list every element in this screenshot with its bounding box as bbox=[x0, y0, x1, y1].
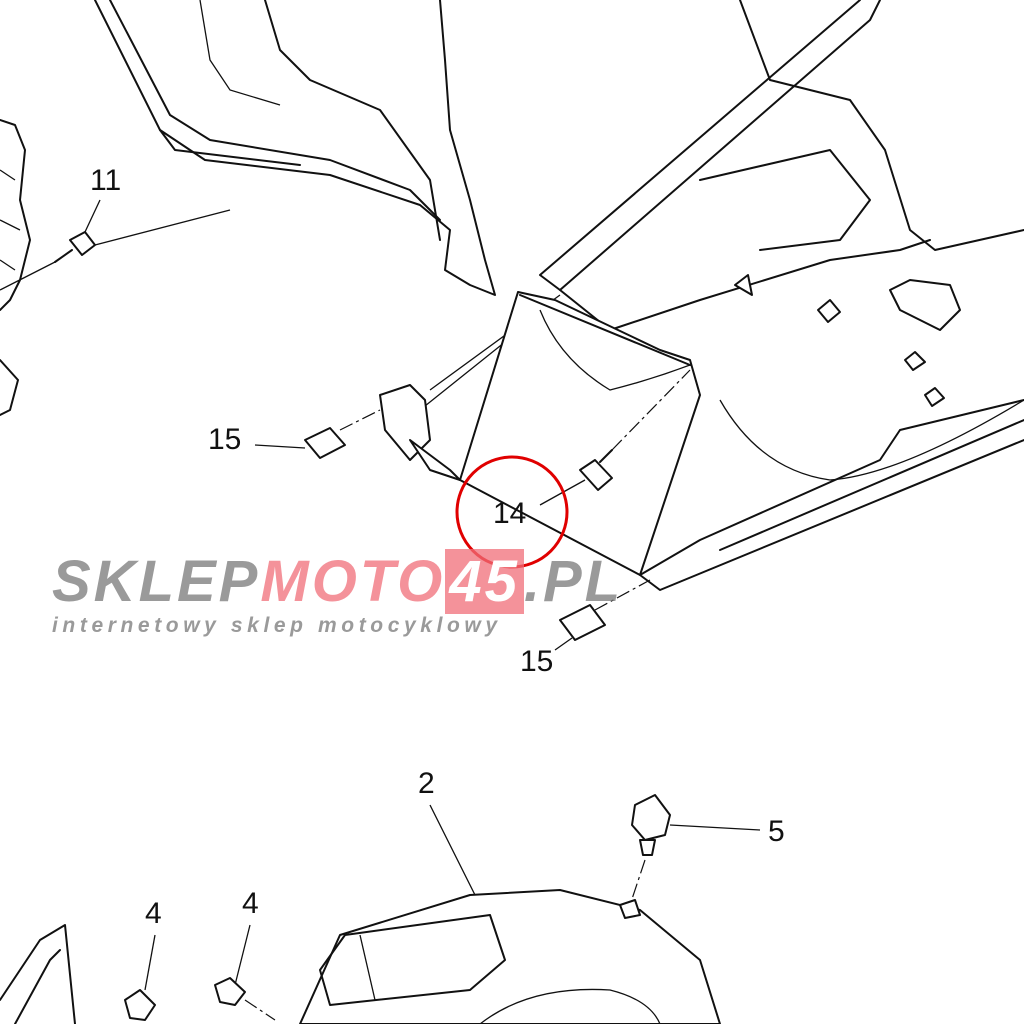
callout-4-left: 4 bbox=[145, 897, 162, 930]
callout-4-right: 4 bbox=[242, 887, 259, 920]
leader-lines bbox=[84, 199, 761, 991]
callout-2: 2 bbox=[418, 767, 435, 800]
screw-4-right bbox=[214, 977, 276, 1021]
upper-cowl-part bbox=[94, 0, 496, 296]
callout-11: 11 bbox=[90, 164, 122, 197]
watermark-sklep: SKLEP bbox=[52, 549, 261, 614]
nut-15-lower bbox=[559, 579, 651, 641]
clip-part bbox=[379, 384, 461, 481]
screw-4-left bbox=[124, 989, 156, 1021]
watermark-45: 45 bbox=[445, 549, 524, 614]
screw-11 bbox=[0, 209, 231, 291]
left-bracket-part bbox=[0, 119, 31, 416]
left-lower-part bbox=[0, 924, 76, 1024]
cover-part-14 bbox=[459, 291, 701, 576]
callout-15-lower: 15 bbox=[520, 645, 554, 678]
watermark-moto: MOTO bbox=[260, 549, 446, 614]
clip-5 bbox=[619, 794, 671, 919]
watermark-tagline: internetowy sklep motocyklowy bbox=[52, 614, 502, 637]
callout-14: 14 bbox=[493, 497, 527, 530]
screw-14 bbox=[579, 369, 691, 491]
nut-15-upper bbox=[304, 409, 381, 459]
watermark-pl: .PL bbox=[523, 549, 624, 614]
callout-5: 5 bbox=[768, 815, 785, 848]
floor-panel-part bbox=[419, 0, 1024, 591]
fender-part-2 bbox=[299, 889, 721, 1024]
callout-15-upper: 15 bbox=[208, 423, 242, 456]
watermark-logo: SKLEPMOTO45.PL bbox=[52, 549, 623, 614]
